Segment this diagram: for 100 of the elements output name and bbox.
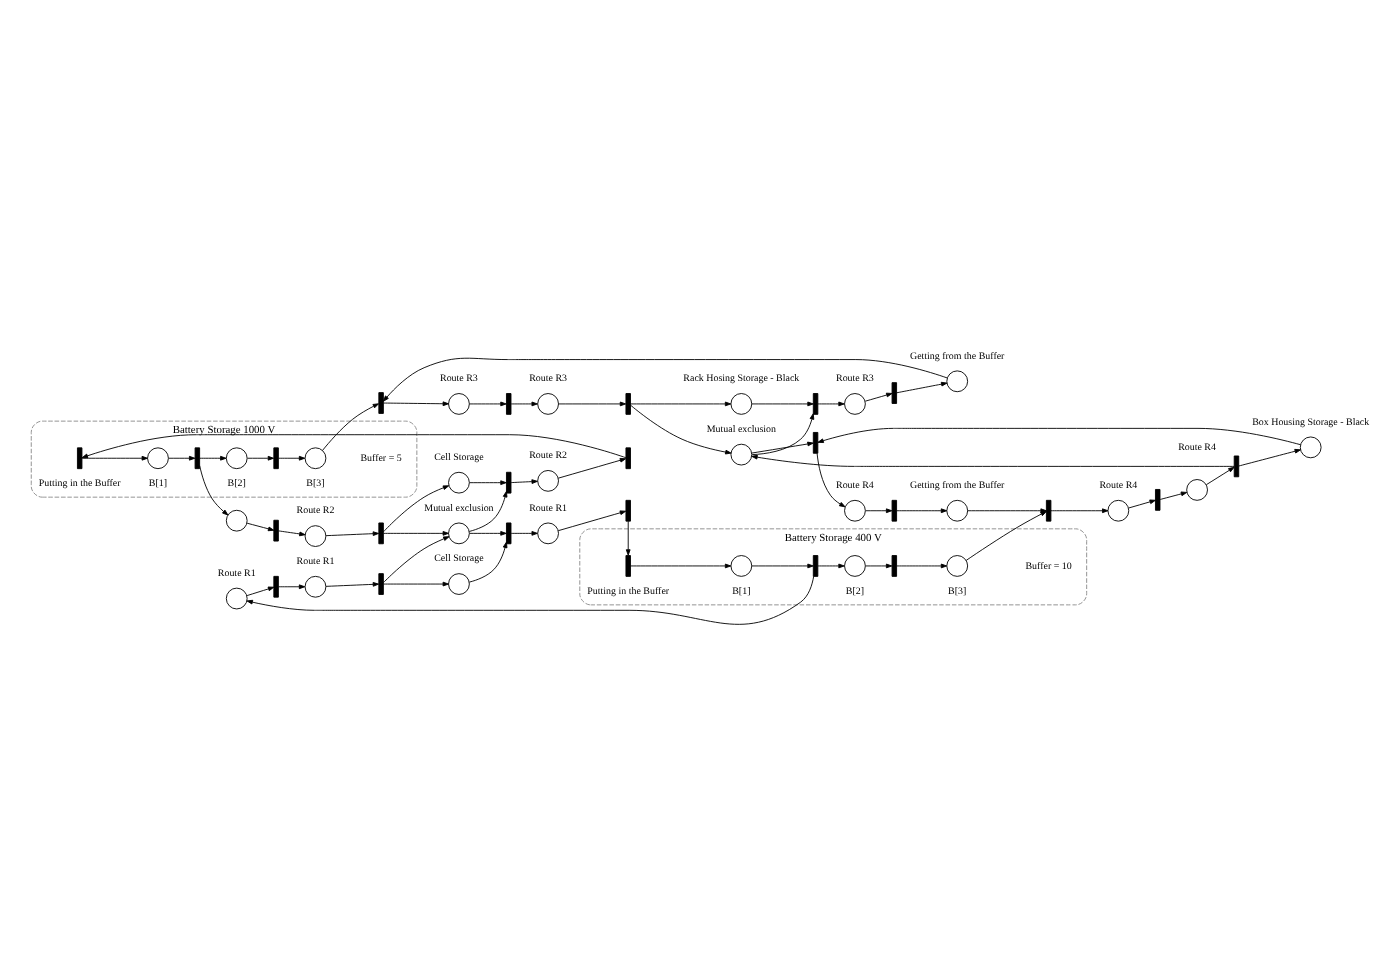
arrow [246,585,275,596]
arrow [510,400,538,406]
arrow [751,440,814,453]
node-bar [378,521,384,544]
arrow [557,456,627,478]
node-circle [1299,435,1322,458]
arrow [751,412,815,455]
node-circle [304,524,327,546]
node-circle [225,446,248,469]
node-circle [448,572,470,594]
arrow [383,530,449,535]
node-bar [1233,454,1240,477]
node-circle [1186,478,1208,500]
node-circle [730,442,753,465]
arrow [864,391,893,401]
node-bar [273,446,279,469]
arrow [751,400,814,406]
arrow [967,507,1047,513]
node-bar [625,498,631,521]
node-circle [448,521,470,544]
arrow [278,529,306,536]
node-circle [537,392,559,414]
node-bar [812,554,819,576]
arrow [558,400,627,406]
node-circle [448,470,470,493]
arrow [168,454,196,460]
arrow [630,403,732,454]
arrow [278,583,306,589]
arrow [896,507,948,513]
arrow [557,509,627,531]
arrow [469,479,507,485]
arrow [1128,498,1156,508]
node-bar [194,446,201,469]
node-circle [225,508,248,531]
node-bar [812,392,819,414]
node-bar [812,431,819,453]
arrow [247,454,275,460]
arrow [469,400,507,406]
arrow [383,580,449,586]
arrow [81,433,627,458]
arrow [817,426,1302,445]
arrow [199,464,229,515]
arrow [383,484,450,532]
node-circle [844,498,866,521]
arrow [383,400,449,406]
arrow [382,356,948,401]
arrow [817,562,845,568]
node-bar [273,518,279,541]
arrow [751,562,814,568]
arrow [199,454,227,460]
arrow [246,574,815,624]
arrow [246,521,275,531]
node-circle [147,446,169,469]
node-bar [76,446,83,469]
arrow [1050,507,1109,513]
node-circle [304,574,327,597]
node-circle [844,554,866,576]
node-bar [506,392,512,414]
arrow [896,380,948,393]
arrow [751,453,1235,466]
arrow [278,454,306,460]
arrow [1205,465,1235,485]
arrow [469,530,507,535]
node-bar [625,554,631,576]
node-circle [225,586,248,609]
node-circle [946,554,969,576]
arrow [81,454,148,460]
node-bar [378,572,384,594]
node-bar [891,554,898,576]
arrow [322,402,380,450]
arrow [510,530,538,535]
arrow [865,562,893,568]
arrow [1159,490,1188,499]
node-circle [730,554,753,576]
node-bar [273,574,279,597]
arrow [625,519,631,555]
arrow [865,507,893,513]
arrow [383,535,450,582]
arrow [816,452,846,507]
arrow [630,562,732,568]
node-circle [730,392,753,414]
node-circle [304,446,327,469]
node-circle [946,498,969,521]
node-circle [537,521,559,544]
node-bar [891,381,898,403]
arrow [510,478,538,483]
arrow [630,400,732,406]
node-bar [1155,488,1161,510]
node-circle [946,369,969,392]
node-circle [844,392,866,414]
node-bar [506,521,512,544]
arrow [896,562,948,568]
arrow [817,400,845,406]
arrow [1238,447,1301,466]
node-bar [625,446,631,469]
node-bar [625,392,631,414]
node-bar [891,498,898,521]
arrow [468,490,508,531]
node-bar [1045,498,1052,521]
node-bar [506,470,512,493]
